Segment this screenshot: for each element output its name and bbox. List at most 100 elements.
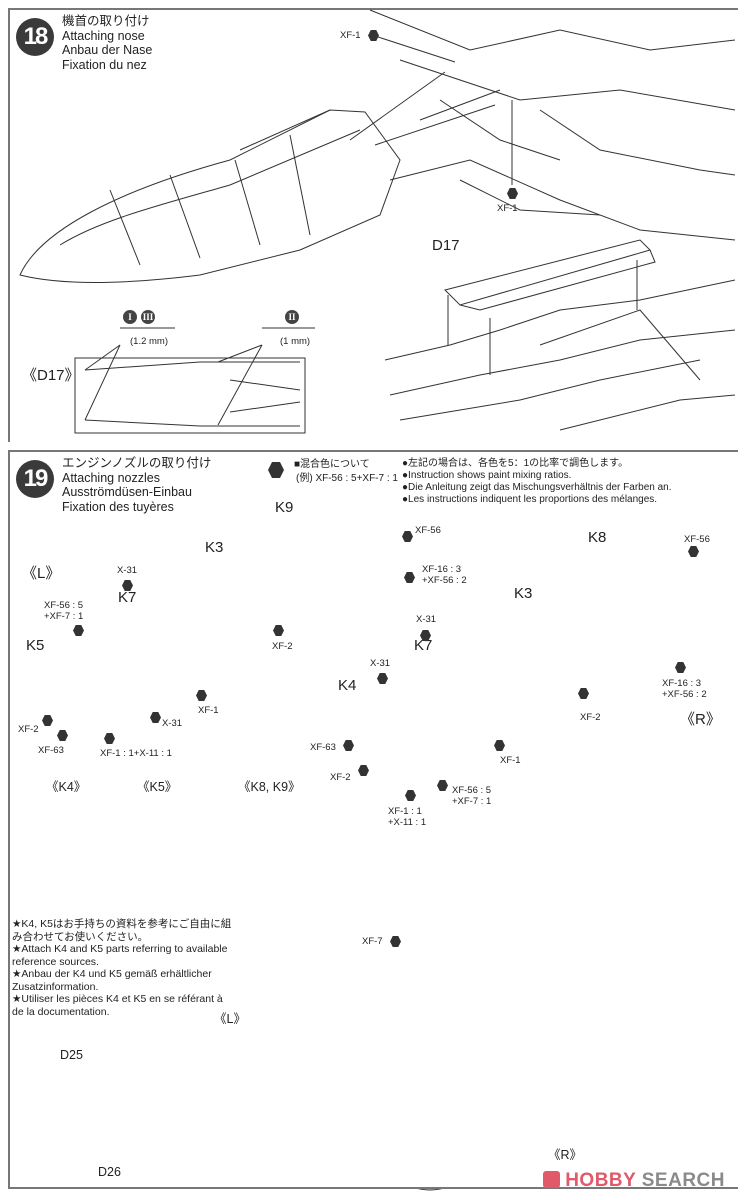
paint-icon — [404, 572, 415, 583]
mix-line-fr: ●Les instructions indiquent les proporti… — [402, 494, 658, 505]
paint-icon — [405, 790, 416, 801]
paint-icon — [73, 625, 84, 636]
step-18-panel — [8, 8, 738, 442]
d17-detail-drawing — [74, 327, 315, 434]
paint-k4-top: X-31 — [370, 658, 391, 669]
part-label-d26: D26 — [98, 1165, 121, 1179]
part-label-k7-right: K7 — [414, 637, 433, 654]
paint-icon — [420, 630, 431, 641]
part-label-k5: K5 — [26, 637, 45, 654]
nose-section-drawing — [19, 109, 401, 283]
title-en: Attaching nose — [62, 28, 145, 43]
title-fr: Fixation des tuyères — [62, 499, 174, 514]
paint-k5-left: XF-2 — [18, 724, 39, 735]
drill-size-right: (1 mm) — [280, 336, 311, 347]
detail-label-d17: 《D17》 — [22, 367, 80, 384]
step-number-19: 19 — [16, 460, 54, 498]
drill-size-left: (1.2 mm) — [130, 336, 168, 347]
paint-icon — [507, 188, 518, 199]
paint-icon — [390, 936, 401, 947]
brand-icon — [543, 1171, 561, 1188]
note-jp: ★K4, K5はお手持ちの資料を参考にご自由に組み合わせてお使いください。 — [12, 918, 232, 943]
side-label-left: 《L》 — [22, 565, 61, 582]
paint-icon — [57, 730, 68, 741]
drill-marker-II — [285, 310, 299, 324]
drill-marker-III — [141, 310, 155, 324]
paint-icon — [273, 625, 284, 636]
mix-line-de: ●Die Anleitung zeigt das Mischungsverhäl… — [402, 482, 672, 493]
paint-k4-mix: XF-56 : 5+XF-7 : 1 — [452, 785, 492, 807]
part-label-k3-right: K3 — [514, 585, 533, 602]
paint-k3-right: XF-2 — [580, 712, 601, 723]
part-label-k9: K9 — [275, 499, 294, 516]
paint-icon — [578, 688, 589, 699]
paint-icon — [196, 690, 207, 701]
detail-label-k8-k9: 《K8, K9》 — [238, 780, 301, 794]
side-label-left-installed: 《L》 — [214, 1012, 246, 1026]
fuselage-mid-drawing — [384, 279, 736, 431]
title-jp: 機首の取り付け — [62, 14, 150, 28]
fuselage-forward-drawing — [369, 9, 736, 241]
note-fr: ★Utiliser les pièces K4 et K5 en se réfé… — [12, 993, 223, 1018]
title-de: Anbau der Nase — [62, 43, 153, 57]
paint-icon — [343, 740, 354, 751]
mix-note-example: (例) XF-56 : 5+XF-7 : 1 — [296, 473, 398, 484]
title-fr: Fixation du nez — [62, 57, 147, 72]
part-label-k7-left: K7 — [118, 589, 137, 606]
paint-k8-inner: XF-16 : 3+XF-56 : 2 — [662, 678, 707, 700]
paint-icon — [675, 662, 686, 673]
paint-label-xf1-top: XF-1 — [340, 30, 361, 41]
paint-icon — [368, 30, 379, 41]
step-number-18: 18 — [16, 18, 54, 56]
paint-k5-bottom: XF-63 — [38, 745, 64, 756]
paint-k7-top-left: X-31 — [117, 565, 138, 576]
paint-k3-left: XF-2 — [272, 641, 293, 652]
drill-marker-I-label: I — [128, 312, 132, 322]
drill-marker-I — [123, 310, 137, 324]
paint-icon — [358, 765, 369, 776]
drill-markers — [123, 310, 299, 324]
paint-icon — [688, 546, 699, 557]
leader-xf1-top — [374, 35, 456, 63]
paint-k9-inner: XF-16 : 3+XF-56 : 2 — [422, 564, 467, 586]
title-en: Attaching nozzles — [62, 470, 160, 485]
paint-k4-bottom-mix: XF-1 : 1+X-11 : 1 — [388, 806, 427, 828]
mix-note-lines: ●左記の場合は、各色を5：1の比率で調色します。 ●Instruction sh… — [402, 458, 672, 506]
part-label-k8: K8 — [588, 529, 607, 546]
d17-panel-drawing — [444, 239, 656, 375]
mix-line-en: ●Instruction shows paint mixing ratios. — [402, 470, 572, 481]
paint-xf7: XF-7 — [362, 936, 383, 947]
drill-marker-II-label: II — [288, 312, 296, 322]
paint-k5-right: X-31 — [162, 718, 183, 729]
note-en: ★Attach K4 and K5 parts referring to ava… — [12, 943, 228, 968]
paint-icon — [377, 673, 388, 684]
side-label-right-installed: 《R》 — [548, 1148, 583, 1162]
paint-k5-mix: XF-56 : 5+XF-7 : 1 — [44, 600, 84, 622]
title-de: Ausströmdüsen-Einbau — [62, 485, 192, 499]
paint-icon — [402, 531, 413, 542]
part-label-d25: D25 — [60, 1048, 83, 1062]
part-label-d17: D17 — [432, 237, 460, 254]
paint-k5-bottom-mix: XF-1 : 1+X-11 : 1 — [100, 748, 172, 759]
paint-icon — [150, 712, 161, 723]
step-19-title: エンジンノズルの取り付け Attaching nozzles Ausströmd… — [62, 456, 211, 514]
mix-note-title: ■混合色について — [294, 459, 370, 470]
step-18-title: 機首の取り付け Attaching nose Anbau der Nase Fi… — [62, 14, 152, 72]
mix-line-jp: ●左記の場合は、各色を5：1の比率で調色します。 — [402, 458, 629, 469]
note-de: ★Anbau der K4 und K5 gemäß erhältlicher … — [12, 968, 212, 993]
paint-k4-left: XF-63 — [310, 742, 336, 753]
title-jp: エンジンノズルの取り付け — [62, 456, 212, 470]
paint-icon — [122, 580, 133, 591]
paint-k7-right: XF-1 — [500, 755, 521, 766]
paint-icon — [42, 715, 53, 726]
paint-k7-left: XF-1 — [198, 705, 219, 716]
part-label-k4: K4 — [338, 677, 357, 694]
paint-k8-outer: XF-56 — [684, 534, 710, 545]
drill-marker-III-label: III — [143, 312, 154, 322]
step-19-panel — [8, 450, 738, 1189]
part-label-k3-left: K3 — [205, 539, 224, 556]
paint-icon — [104, 733, 115, 744]
paint-label-xf1-bottom: XF-1 — [497, 203, 518, 214]
k4-k5-notes: ★K4, K5はお手持ちの資料を参考にご自由に組み合わせてお使いください。 ★A… — [12, 918, 237, 1018]
paint-mix-icon — [268, 462, 284, 478]
